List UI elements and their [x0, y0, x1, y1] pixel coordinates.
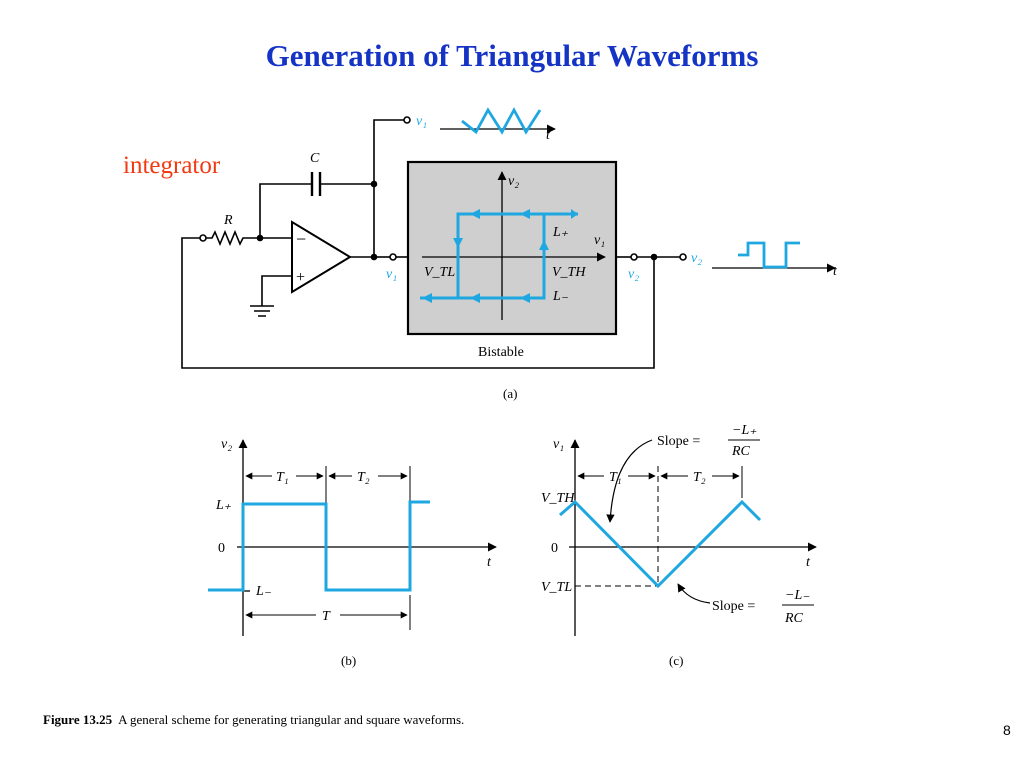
- plot-b-t2: T₂: [357, 470, 370, 485]
- plot-b-l-minus: L₋: [255, 584, 272, 599]
- slope2-word: Slope =: [712, 599, 755, 614]
- v-tl-label: V_TL: [424, 265, 455, 280]
- resistor-symbol: [206, 229, 260, 247]
- triangle-wave-icon: [461, 107, 542, 135]
- slope2-pointer: [677, 583, 711, 604]
- plot-c-t2: T₂: [693, 470, 706, 485]
- v1-output-label: v₁: [416, 114, 427, 129]
- slope1-denominator: RC: [731, 444, 751, 459]
- plot-b-zero: 0: [218, 541, 225, 556]
- slope1-pointer: [606, 439, 653, 523]
- panel-a-label: (a): [503, 386, 517, 401]
- hysteresis-loop: [420, 209, 578, 303]
- v1-time-label: t: [546, 128, 551, 143]
- plot-c-t1: T₁: [609, 470, 622, 485]
- hysteresis-top-path: [456, 212, 578, 298]
- l-plus-label: L₊: [552, 225, 569, 240]
- v1-output-wire: [350, 119, 404, 258]
- panel-b-label: (b): [341, 653, 356, 668]
- plot-b-period: T: [322, 609, 331, 624]
- v2-time-label: t: [833, 264, 838, 279]
- page-number: 8: [1003, 722, 1011, 738]
- integrator-annotation: integrator: [123, 152, 221, 179]
- bistable-label: Bistable: [478, 345, 524, 360]
- plot-c-x-label: t: [806, 555, 811, 570]
- slope2-numerator: −L₋: [785, 588, 810, 603]
- bistable-x-label: v₁: [594, 233, 605, 248]
- v1-node-label: v₁: [386, 267, 397, 282]
- figure-caption: Figure 13.25 A general scheme for generat…: [43, 712, 464, 728]
- bistable-y-label: v₂: [508, 174, 519, 189]
- slope2-denominator: RC: [784, 611, 804, 626]
- ground-symbol: [250, 305, 274, 317]
- square-wave-trace: [208, 500, 430, 592]
- slope1-numerator: −L₊: [732, 423, 757, 438]
- feedback-wire: [181, 237, 655, 369]
- triangle-wave-plot: v₁ t V_TH 0 V_TL T₁ T₂ Slope = −L₊ RC Sl…: [541, 423, 817, 668]
- bistable-block: [406, 160, 618, 336]
- square-wave-icon: [738, 241, 800, 269]
- capacitor-wire-left: [259, 183, 312, 238]
- plot-c-vth: V_TH: [541, 491, 575, 506]
- plot-b-x-label: t: [487, 555, 492, 570]
- opamp-minus-label: −: [296, 229, 306, 249]
- panel-c-label: (c): [669, 653, 683, 668]
- figure-caption-label: Figure 13.25: [43, 712, 113, 727]
- plot-b-t1: T₁: [276, 470, 289, 485]
- plot-c-y-label: v₁: [553, 437, 564, 452]
- l-minus-label: L₋: [552, 289, 569, 304]
- slide-title: Generation of Triangular Waveforms: [265, 38, 759, 73]
- capacitor-label: C: [310, 151, 320, 166]
- resistor-label: R: [223, 213, 233, 228]
- v2-output-label: v₂: [691, 251, 702, 266]
- plot-c-zero: 0: [551, 541, 558, 556]
- opamp-symbol: [291, 220, 352, 294]
- v2-node-label: v₂: [628, 267, 639, 282]
- triangle-wave-trace: [559, 499, 762, 589]
- plot-c-vtl: V_TL: [541, 580, 572, 595]
- opamp-plus-label: +: [296, 269, 305, 286]
- slope1-word: Slope =: [657, 434, 700, 449]
- circuit-diagram: [181, 116, 836, 369]
- plot-b-y-label: v₂: [221, 437, 232, 452]
- figure-caption-text: A general scheme for generating triangul…: [118, 712, 465, 727]
- square-wave-plot: v₂ t L₊ 0 L₋ T₁ T₂ T (b): [208, 437, 497, 668]
- plot-b-l-plus: L₊: [215, 498, 232, 513]
- v-th-label: V_TH: [552, 265, 586, 280]
